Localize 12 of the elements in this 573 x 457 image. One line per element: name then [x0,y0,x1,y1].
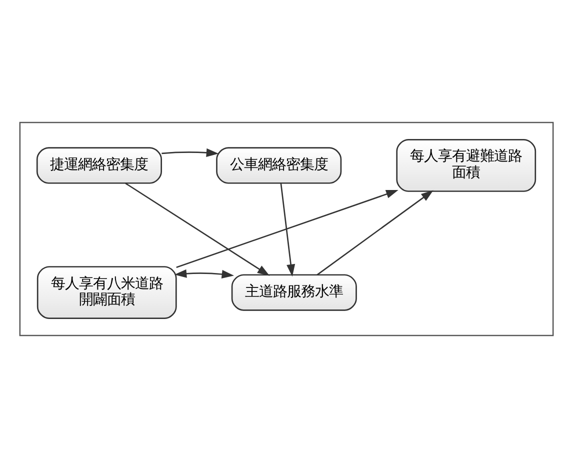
node-box: 公車網絡密集度 [216,146,342,184]
arrow [125,182,270,276]
arrow [162,148,219,156]
arrow [174,268,234,278]
arrow [316,190,434,275]
arrow [176,190,398,268]
node-box: 主道路服務水準 [231,274,357,310]
arrow [280,182,296,276]
node-box: 每人享有避難道路面積 [396,138,536,192]
cluster [19,121,554,336]
node-box: 捷運網絡密集度 [36,146,162,184]
node-box: 每人享有八米道路開闢面積 [36,266,177,318]
